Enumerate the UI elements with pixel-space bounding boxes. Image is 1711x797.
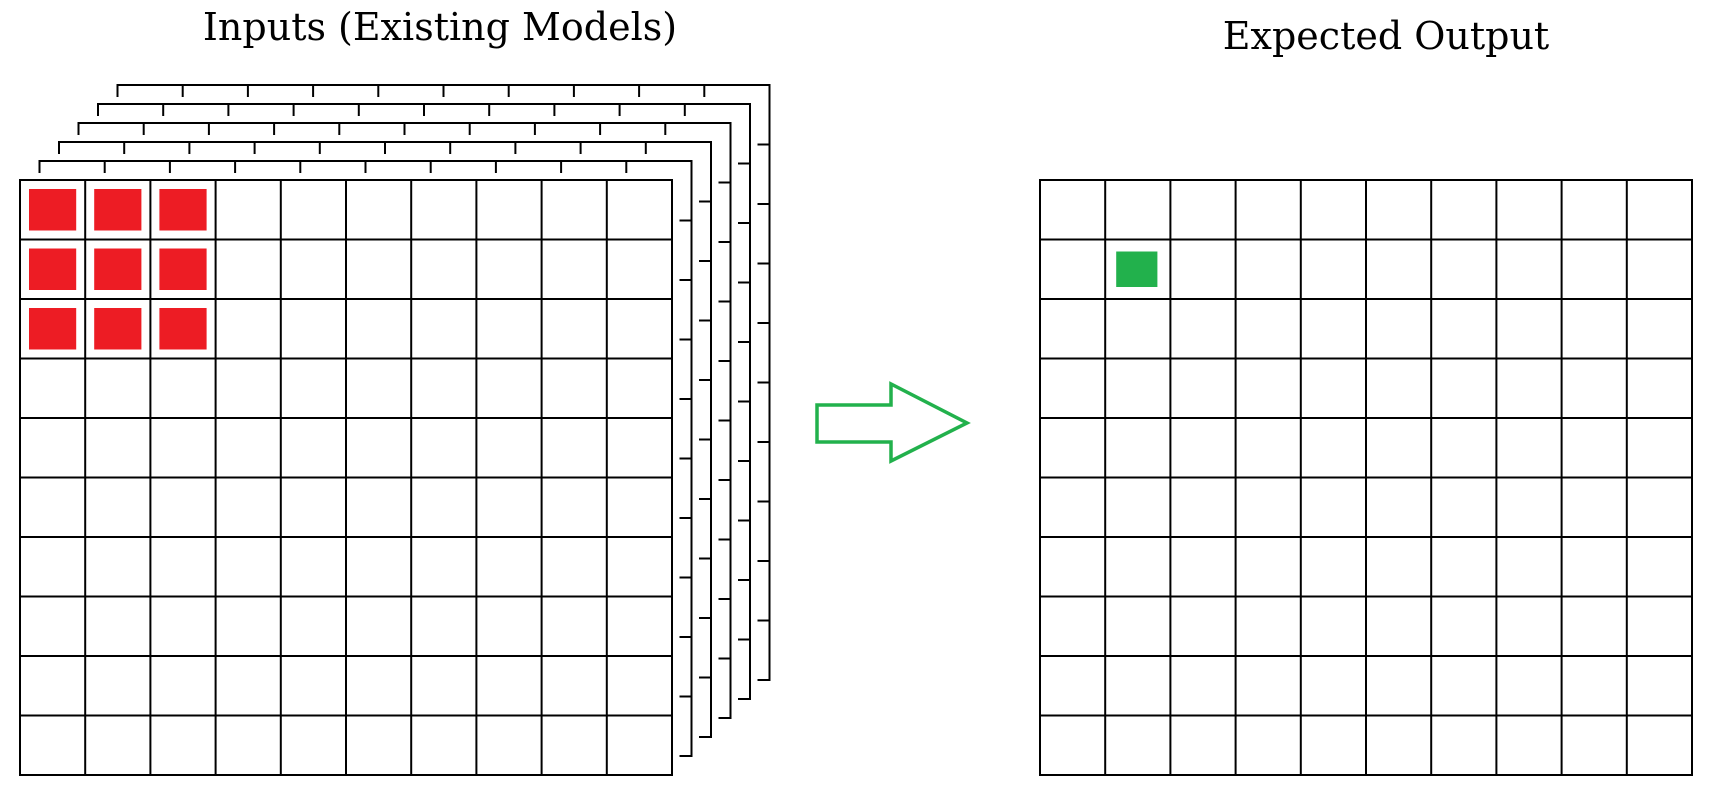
front-layer [19, 179, 673, 776]
highlighted-input-cell [29, 308, 77, 350]
highlighted-input-cell [159, 189, 207, 231]
highlighted-input-cell [29, 248, 77, 290]
output-title: Expected Output [1223, 14, 1549, 58]
highlighted-input-cell [94, 308, 142, 350]
stacked-layer [116, 84, 771, 681]
highlighted-input-cell [29, 189, 77, 231]
highlighted-input-cell [159, 248, 207, 290]
inputs-title: Inputs (Existing Models) [203, 5, 677, 49]
stacked-layer [97, 103, 751, 700]
highlighted-input-cell [94, 248, 142, 290]
input-grid-stack [19, 84, 771, 776]
highlighted-input-cell [159, 308, 207, 350]
output-grid [1039, 179, 1693, 776]
stacked-layer [38, 160, 693, 757]
stacked-layer [77, 122, 732, 719]
stacked-layer [58, 141, 712, 738]
right-arrow-icon [815, 381, 971, 464]
highlighted-output-cell [1116, 251, 1158, 287]
highlighted-input-cell [94, 189, 142, 231]
